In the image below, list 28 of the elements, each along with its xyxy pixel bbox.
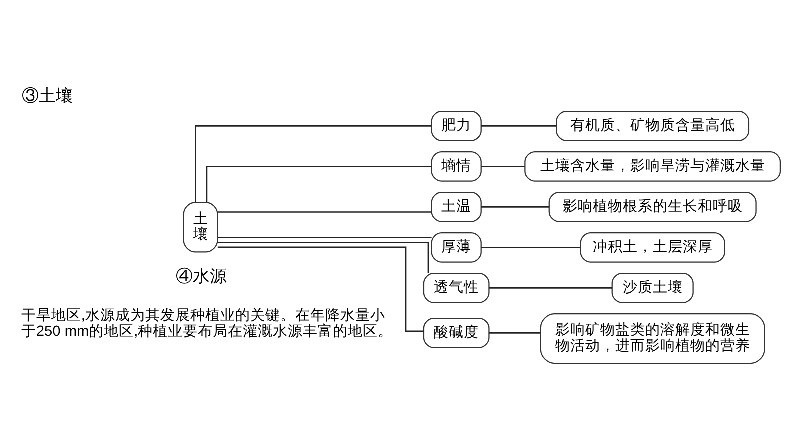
connector [481,246,580,248]
connector [218,211,432,212]
node-box: 酸碱度 [423,317,490,348]
connector [481,206,550,208]
node-box: 影响植物根系的生长和呼吸 [548,192,757,222]
label: 干旱地区,水源成为其发展种植业的关键。在年降水量小于250 mm的地区,种植业要布局在灌溉水源丰富的地区。 [21,308,394,340]
label: ④水源 [176,266,228,286]
connector [195,125,432,202]
connector [481,166,525,167]
node-box: 土壤含水量，影响旱涝与灌溉水量 [524,151,782,182]
connector [218,246,424,332]
node-box: 厚薄 [431,232,482,262]
node-box: 透气性 [423,272,490,303]
node-box: 沙质土壤 [612,272,694,303]
connector [218,236,432,238]
connector [206,166,432,202]
node-box: 土温 [431,192,482,222]
node-box: 有机质、矿物质含量高低 [556,110,750,141]
node-box: 墒情 [431,151,482,182]
diagram-title: ③土壤 [22,86,73,105]
node-box: 土壤 [183,202,218,252]
connector [218,241,430,273]
connector [481,125,557,126]
connector [489,332,541,334]
node-box: 肥力 [431,110,482,141]
node-box: 冲积土，土层深厚 [580,232,726,262]
connector [489,286,612,288]
node-box: 影响矿物盐类的溶解度和微生物活动，进而影响植物的营养 [540,312,766,364]
